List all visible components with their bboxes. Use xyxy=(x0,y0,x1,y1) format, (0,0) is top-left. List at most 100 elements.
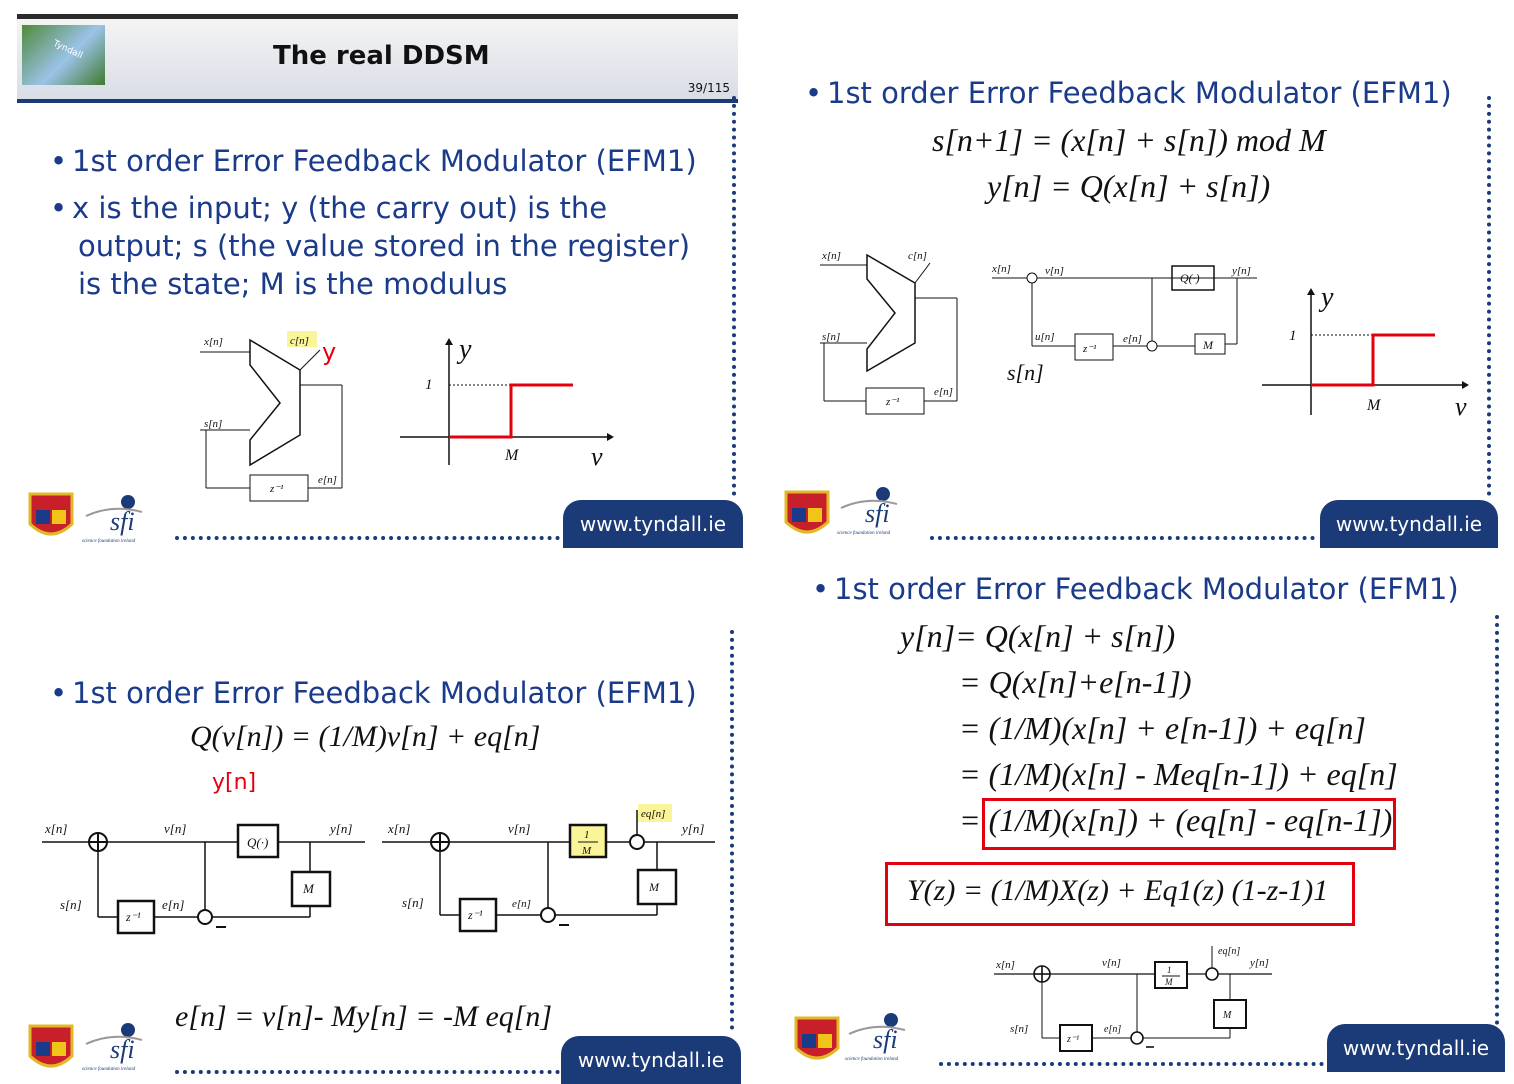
footer-url-tab[interactable]: www.tyndall.ie xyxy=(563,500,743,548)
svg-text:c[n]: c[n] xyxy=(290,335,309,347)
svg-text:1: 1 xyxy=(1167,965,1172,975)
svg-text:sfi: sfi xyxy=(873,1025,898,1054)
bullet-line-2: output; s (the value stored in the regis… xyxy=(78,229,691,263)
bullet-line-1: x is the input; y (the carry out) is the xyxy=(72,191,608,225)
svg-text:s[n]: s[n] xyxy=(204,418,222,430)
page-number: 39/115 xyxy=(687,81,730,95)
efm-diagram-right: 1 M eq[n] M z⁻¹ x[n] v[n] y[n] s[n] e[n] xyxy=(382,804,715,933)
svg-text:y[n]: y[n] xyxy=(1249,957,1269,969)
svg-text:z⁻¹: z⁻¹ xyxy=(125,910,141,924)
svg-text:eq[n]: eq[n] xyxy=(1218,946,1240,957)
slide-2: •1st order Error Feedback Modulator (EFM… xyxy=(757,0,1514,550)
plot-label-y: y xyxy=(456,334,472,365)
svg-text:sfi: sfi xyxy=(110,507,135,536)
svg-text:y[n]: y[n] xyxy=(1231,265,1251,277)
step-plot: 1 M v y xyxy=(400,334,614,471)
equation-z-domain: Y(z) = (1/M)X(z) + Eq1(z) (1-z-1)1 xyxy=(907,874,1329,907)
derivation-line-2: = Q(x[n]+e[n-1]) xyxy=(959,664,1192,700)
svg-text:science foundation ireland: science foundation ireland xyxy=(845,1057,899,1062)
svg-text:M: M xyxy=(581,845,592,857)
svg-text:sfi: sfi xyxy=(865,499,890,528)
step-curve xyxy=(449,383,573,439)
svg-text:M: M xyxy=(1366,397,1382,414)
page-title: The real DDSM xyxy=(273,41,490,71)
crest-logo xyxy=(28,1020,74,1076)
derivation-line-5: = (1/M)(x[n]) + (eq[n] - eq[n-1]) xyxy=(959,802,1393,838)
footer-url-tab[interactable]: www.tyndall.ie xyxy=(1320,500,1498,548)
efm-block-diagram: Q(·) M z⁻¹ x[n] v[n] y[n] u[n] e[n] xyxy=(991,263,1257,361)
plot-label-one: 1 xyxy=(425,377,433,393)
highlight-box-result xyxy=(982,798,1396,850)
bullet-efm1: •1st order Error Feedback Modulator (EFM… xyxy=(50,144,697,178)
svg-text:s[n]: s[n] xyxy=(60,897,82,912)
sfi-logo: sfi science foundation ireland xyxy=(837,486,917,536)
svg-text:y[n]: y[n] xyxy=(328,821,352,836)
svg-text:v[n]: v[n] xyxy=(1102,957,1121,969)
tyndall-header-logo: Tyndall xyxy=(22,25,105,85)
state-label: s[n] xyxy=(1007,360,1044,385)
svg-text:x[n]: x[n] xyxy=(995,959,1015,971)
efm-diagram: 1 M eq[n] M z⁻¹ x[n] v[n] y[n] s[n] e[n] xyxy=(994,946,1272,1052)
svg-text:z⁻¹: z⁻¹ xyxy=(269,483,283,495)
svg-text:M: M xyxy=(648,880,660,894)
svg-text:z⁻¹: z⁻¹ xyxy=(1082,343,1096,355)
bullet-text: 1st order Error Feedback Modulator (EFM1… xyxy=(72,144,697,178)
plot-label-v: v xyxy=(591,442,603,471)
svg-text:1: 1 xyxy=(584,829,590,841)
svg-text:x[n]: x[n] xyxy=(387,821,410,836)
bullet-efm1: •1st order Error Feedback Modulator (EFM… xyxy=(812,572,1459,606)
svg-text:x[n]: x[n] xyxy=(821,250,841,262)
y-annotation: y[n] xyxy=(212,770,257,795)
footer-dotted-line xyxy=(175,536,560,540)
svg-text:M: M xyxy=(302,881,315,896)
sfi-logo: sfi science foundation ireland xyxy=(845,1012,925,1062)
slide-3: •1st order Error Feedback Modulator (EFM… xyxy=(0,560,745,1084)
svg-text:s[n]: s[n] xyxy=(402,895,424,910)
svg-text:x[n]: x[n] xyxy=(44,821,67,836)
svg-text:x[n]: x[n] xyxy=(991,263,1011,275)
derivation-line-3: = (1/M)(x[n] + e[n-1]) + eq[n] xyxy=(959,710,1366,746)
footer-dotted-line xyxy=(939,1062,1324,1066)
footer-url-tab[interactable]: www.tyndall.ie xyxy=(561,1036,741,1084)
svg-text:e[n]: e[n] xyxy=(1104,1024,1121,1035)
accumulator-diagram: z⁻¹ x[n] s[n] c[n] e[n] xyxy=(200,331,343,502)
crest-logo xyxy=(28,488,74,544)
svg-text:y[n]: y[n] xyxy=(680,821,704,836)
slide-header: Tyndall The real DDSM 39/115 xyxy=(17,14,738,103)
bullet-efm1: •1st order Error Feedback Modulator (EFM… xyxy=(805,76,1452,110)
adder-shape xyxy=(249,338,301,467)
svg-text:e[n]: e[n] xyxy=(1123,333,1142,345)
efm-diagram-left: Q(·) M z⁻¹ x[n] v[n] y[n] s[n] e[n] xyxy=(42,821,365,935)
side-dotted-line xyxy=(732,96,736,496)
svg-text:z⁻¹: z⁻¹ xyxy=(467,908,483,922)
svg-text:s[n]: s[n] xyxy=(822,331,840,343)
svg-text:x[n]: x[n] xyxy=(203,336,223,348)
svg-text:e[n]: e[n] xyxy=(162,897,184,912)
svg-text:v[n]: v[n] xyxy=(508,821,530,836)
slide-4: •1st order Error Feedback Modulator (EFM… xyxy=(757,560,1514,1084)
footer-url-tab[interactable]: www.tyndall.ie xyxy=(1327,1024,1505,1072)
svg-text:c[n]: c[n] xyxy=(908,250,927,262)
equation-output: y[n] = Q(x[n] + s[n]) xyxy=(987,168,1271,204)
svg-text:Q(·): Q(·) xyxy=(1180,271,1200,285)
side-dotted-line xyxy=(730,630,734,1030)
highlight-box-z-domain xyxy=(885,862,1355,926)
equation-state-update: s[n+1] = (x[n] + s[n]) mod M xyxy=(932,122,1326,158)
svg-text:science foundation ireland: science foundation ireland xyxy=(837,531,891,536)
svg-text:z⁻¹: z⁻¹ xyxy=(885,396,899,408)
equation-error: e[n] = v[n]- My[n] = -M eq[n] xyxy=(175,1000,553,1033)
svg-text:v[n]: v[n] xyxy=(1045,265,1064,277)
bullet-efm1: •1st order Error Feedback Modulator (EFM… xyxy=(50,676,697,710)
bullet-line-3: is the state; M is the modulus xyxy=(78,267,508,301)
slide-1: Tyndall The real DDSM 39/115 •1st order … xyxy=(0,0,745,550)
accumulator-diagram: z⁻¹ x[n] s[n] c[n] e[n] xyxy=(820,250,958,415)
svg-text:z⁻¹: z⁻¹ xyxy=(1066,1034,1079,1045)
bullet-definitions: •x is the input; y (the carry out) is th… xyxy=(50,189,710,303)
tyndall-logo-text: Tyndall xyxy=(51,38,85,62)
derivation-line-1: y[n]= Q(x[n] + s[n]) xyxy=(900,618,1176,654)
bullet-text: 1st order Error Feedback Modulator (EFM1… xyxy=(834,572,1459,606)
svg-text:v: v xyxy=(1455,392,1467,421)
svg-text:v[n]: v[n] xyxy=(164,821,186,836)
